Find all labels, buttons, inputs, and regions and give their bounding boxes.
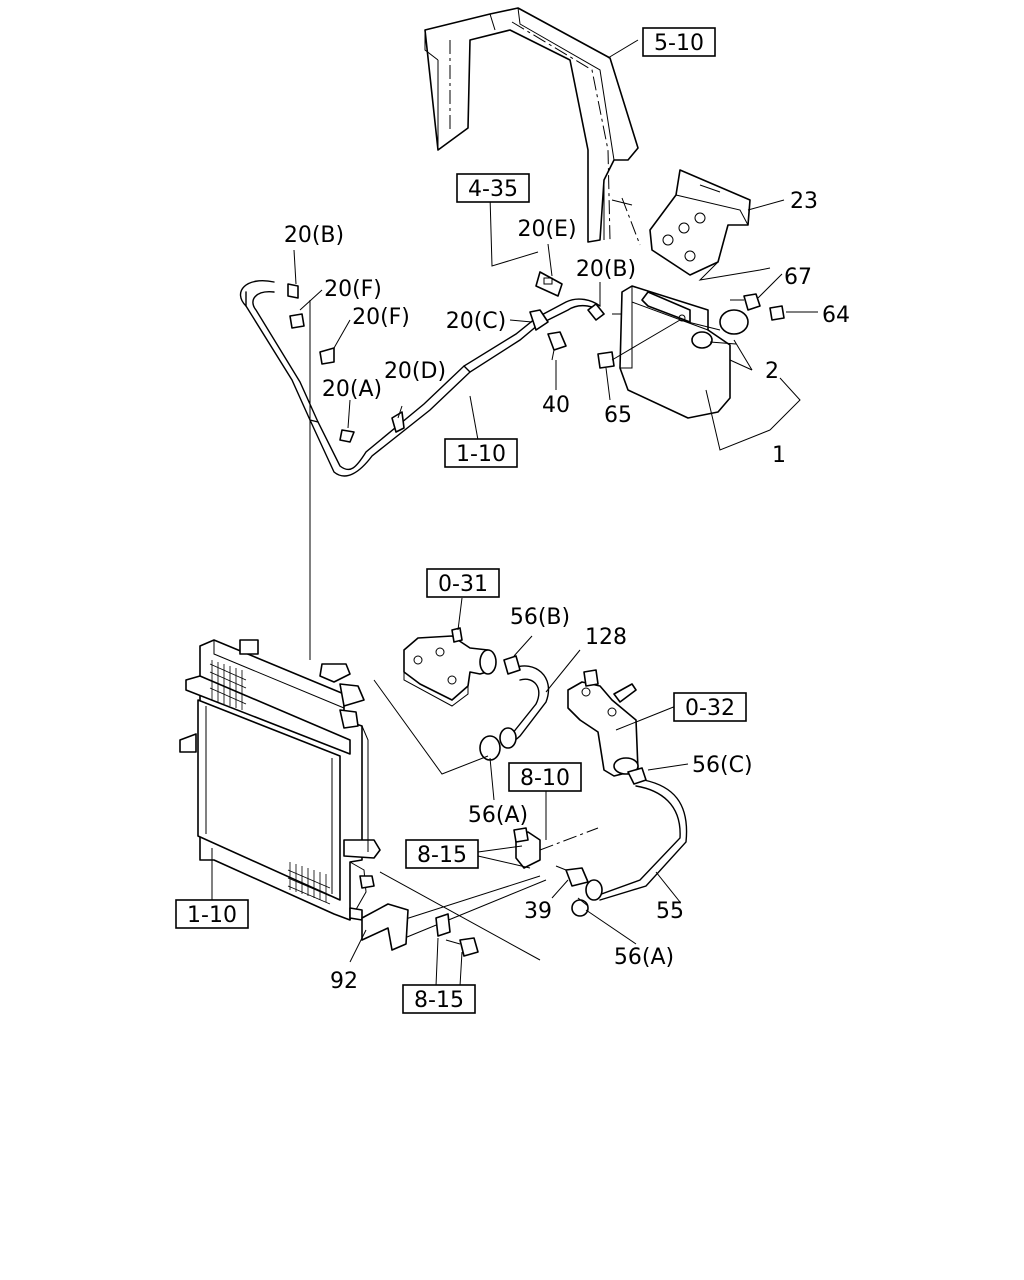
reference-1-10-upper: 1-10 [444,438,518,468]
reference-8-10: 8-10 [508,762,582,792]
callout-20a: 20(A) [322,377,382,402]
callout-56b: 56(B) [510,605,570,630]
water-pump-inlet [567,669,639,777]
svg-text:5-10: 5-10 [654,31,704,56]
callout-20b-right: 20(B) [576,257,636,282]
reference-4-35: 4-35 [456,173,530,203]
callout-55: 55 [656,899,684,924]
callout-39: 39 [524,899,552,924]
svg-text:8-15: 8-15 [417,843,467,868]
thermostat-housing [403,627,497,707]
svg-text:8-10: 8-10 [520,766,570,791]
callout-20b-left: 20(B) [284,223,344,248]
leader-lines [211,39,818,987]
overflow-hose [239,280,605,477]
callout-20f-upper: 20(F) [324,277,382,302]
callout-65: 65 [604,403,632,428]
callout-20f-lower: 20(F) [352,305,410,330]
reservoir-tank-1 [612,285,749,419]
lower-pipe-and-brackets [361,827,599,961]
reference-0-32: 0-32 [673,692,747,722]
callout-40: 40 [542,393,570,418]
callout-1: 1 [772,443,786,468]
reference-0-31: 0-31 [426,568,500,598]
callout-128: 128 [585,625,627,650]
upper-hose-128 [499,655,549,749]
reference-1-10-lower: 1-10 [175,899,249,929]
bolts [547,293,785,369]
callout-2: 2 [765,359,779,384]
callout-20c: 20(C) [446,309,507,334]
frame-rail [424,7,639,243]
callout-92: 92 [330,969,358,994]
reference-5-10: 5-10 [642,27,716,57]
reference-8-15-upper: 8-15 [405,839,479,869]
svg-text:4-35: 4-35 [468,177,518,202]
radiator [179,639,381,921]
callout-23: 23 [790,189,818,214]
reference-8-15-lower: 8-15 [402,984,476,1014]
svg-text:0-32: 0-32 [685,696,735,721]
svg-text:1-10: 1-10 [187,903,237,928]
svg-text:1-10: 1-10 [456,442,506,467]
lower-hose-55 [585,767,688,901]
callout-64: 64 [822,303,850,328]
bracket-23 [621,169,771,281]
hose-clamps-56 [479,735,589,917]
svg-text:8-15: 8-15 [414,988,464,1013]
callout-20e: 20(E) [517,217,576,242]
callout-56c: 56(C) [692,753,753,778]
callout-20d: 20(D) [384,359,446,384]
callout-67: 67 [784,265,812,290]
callout-56a-lower: 56(A) [614,945,674,970]
hose-clips [287,271,563,443]
callout-56a-upper: 56(A) [468,803,528,828]
svg-text:0-31: 0-31 [438,572,488,597]
